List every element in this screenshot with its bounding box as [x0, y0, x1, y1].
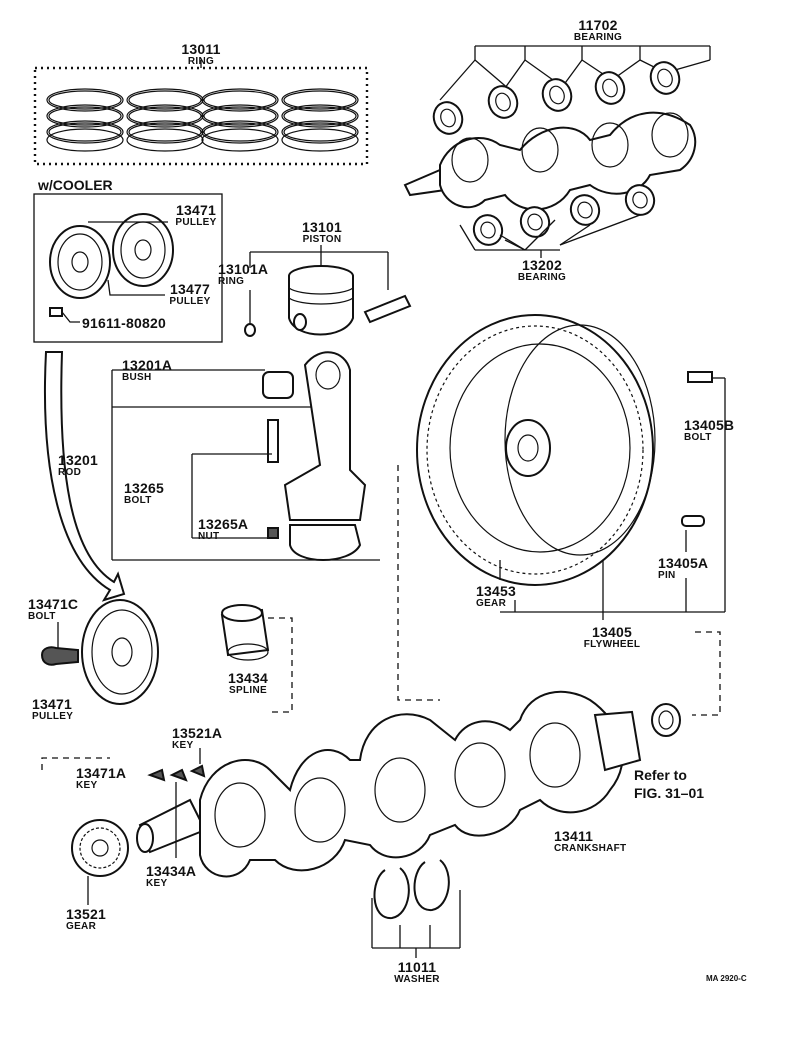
part-number: 13521 — [66, 906, 106, 922]
label-rod-bolt: 13265 BOLT — [124, 481, 180, 506]
label-ring-set: 13011 RING — [168, 42, 234, 67]
part-name: GEAR — [476, 598, 507, 609]
part-name: BOLT — [124, 495, 152, 506]
label-flywheel-bolt: 13405B BOLT — [684, 418, 748, 443]
part-number: 13471 — [176, 202, 216, 218]
label-rod: 13201 ROD — [58, 453, 108, 478]
part-number: 13434A — [146, 863, 197, 879]
part-name: ROD — [58, 467, 82, 478]
label-key-b: 13471A KEY — [76, 766, 138, 791]
label-pulley-a: 13471 PULLEY — [168, 203, 224, 228]
part-name: RING — [187, 56, 215, 67]
label-washer: 11011 WASHER — [386, 960, 448, 985]
part-name: PULLEY — [32, 711, 74, 722]
spline-drawing — [220, 604, 293, 713]
part-name: WASHER — [394, 974, 440, 985]
part-name: FLYWHEEL — [583, 639, 641, 650]
part-number: 11011 — [397, 959, 437, 975]
part-name: PULLEY — [175, 217, 217, 228]
part-name: GEAR — [66, 921, 97, 932]
part-number: 13202 — [522, 257, 562, 273]
label-crankshaft: 13411 CRANKSHAFT — [554, 829, 646, 854]
label-piston-ring: 13101A RING — [218, 262, 280, 287]
label-bearing-lower: 13202 BEARING — [508, 258, 576, 283]
label-rod-nut: 13265A NUT — [198, 517, 260, 542]
label-bearing-upper: 11702 BEARING — [556, 18, 640, 43]
part-number: 13453 — [476, 583, 516, 599]
label-key-a: 13521A KEY — [172, 726, 234, 751]
label-bolt-cooler: 91611-80820 — [82, 315, 166, 331]
label-key-c: 13434A KEY — [146, 864, 208, 889]
drawing-code: MA 2920-C — [706, 974, 747, 983]
cooler-box — [33, 193, 223, 343]
part-name: BOLT — [28, 611, 56, 622]
part-name: BOLT — [684, 432, 712, 443]
part-name: SPLINE — [229, 685, 267, 696]
part-name: CRANKSHAFT — [554, 843, 627, 854]
label-flywheel: 13405 FLYWHEEL — [570, 625, 654, 650]
label-ring-gear: 13453 GEAR — [476, 584, 532, 609]
cooler-pulleys-drawing — [49, 213, 174, 323]
part-number: 13411 — [554, 828, 594, 844]
refer-note: Refer to FIG. 31–01 — [634, 766, 704, 802]
part-number: 13471A — [76, 765, 127, 781]
label-flywheel-pin: 13405A PIN — [658, 556, 722, 581]
flywheel-drawing — [416, 314, 713, 586]
part-name: KEY — [172, 740, 194, 751]
part-number: 11702 — [578, 17, 618, 33]
refer-line-1: Refer to — [634, 767, 687, 783]
part-number: 13477 — [170, 281, 210, 297]
part-number: 13471 — [32, 696, 72, 712]
part-name: BEARING — [573, 32, 623, 43]
part-name: KEY — [76, 780, 98, 791]
part-number: 13201 — [58, 452, 98, 468]
ring-set-box — [33, 66, 369, 166]
part-number: 13405B — [684, 417, 735, 433]
part-name: PULLEY — [169, 296, 211, 307]
label-crank-pulley: 13471 PULLEY — [32, 697, 96, 722]
label-bush: 13201A BUSH — [122, 358, 184, 383]
bearing-lower-leaders — [459, 214, 641, 258]
piston-drawing — [244, 245, 412, 337]
label-crank-gear: 13521 GEAR — [66, 907, 114, 932]
washer-drawing — [371, 859, 461, 958]
flywheel-leaders — [397, 377, 726, 716]
part-number: 13471C — [28, 596, 79, 612]
label-pulley-bolt: 13471C BOLT — [28, 597, 94, 622]
bearing-upper-shells — [432, 61, 681, 135]
refer-line-2: FIG. 31–01 — [634, 785, 705, 802]
assembly-arrow — [43, 351, 126, 602]
part-name: BUSH — [122, 372, 152, 383]
label-piston: 13101 PISTON — [294, 220, 350, 245]
part-number: 13265A — [198, 516, 249, 532]
keys-gear-drawing — [41, 748, 206, 905]
part-name: PIN — [658, 570, 676, 581]
part-number: 13011 — [181, 41, 221, 57]
label-pulley-b: 13477 PULLEY — [162, 282, 218, 307]
label-spline: 13434 SPLINE — [218, 671, 278, 696]
part-number: 13434 — [228, 670, 268, 686]
part-number: 13201A — [122, 357, 173, 373]
part-number: 13265 — [124, 480, 164, 496]
part-number: 13405A — [658, 555, 709, 571]
ring-set-drawing — [46, 88, 359, 152]
part-name: NUT — [198, 531, 220, 542]
crankshaft-small-drawing — [403, 111, 697, 211]
crankshaft-drawing — [136, 690, 681, 878]
rod-drawing — [111, 351, 380, 561]
part-number: 13101A — [218, 261, 269, 277]
part-name: PISTON — [302, 234, 342, 245]
part-name: KEY — [146, 878, 168, 889]
part-name: BEARING — [517, 272, 567, 283]
part-name: RING — [218, 276, 245, 287]
part-number: 13101 — [302, 219, 342, 235]
label-with-cooler: w/COOLER — [38, 177, 113, 193]
part-number: 13521A — [172, 725, 223, 741]
bearing-lower-shells — [472, 184, 656, 246]
crank-pulley-drawing — [40, 599, 159, 705]
part-number: 13405 — [592, 624, 632, 640]
